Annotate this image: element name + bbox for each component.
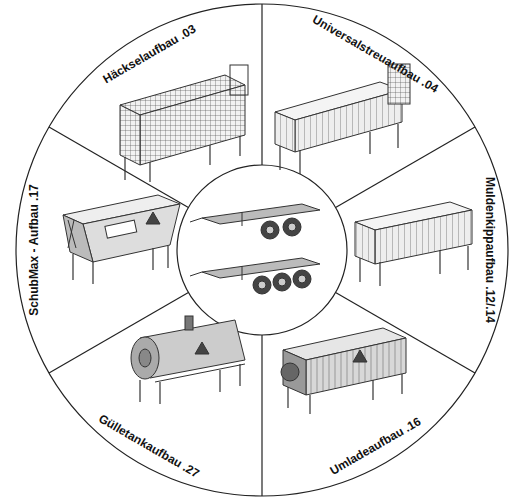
sector-label: SchubMax - Aufbau .17 bbox=[26, 181, 42, 319]
pushmax-body bbox=[63, 195, 180, 284]
chopper-body bbox=[120, 65, 248, 182]
center-circle bbox=[177, 165, 347, 335]
dump-body bbox=[355, 202, 472, 286]
tank-body bbox=[131, 316, 245, 404]
chassis-tandem bbox=[190, 204, 320, 239]
chassis-tridem bbox=[190, 258, 320, 294]
transfer-body bbox=[281, 328, 406, 414]
sector-label: Muldenkippaufbau .12/.14 bbox=[482, 174, 498, 326]
sector-title: Muldenkippaufbau .12/.14 bbox=[483, 177, 497, 323]
sector-title: SchubMax - Aufbau .17 bbox=[27, 184, 41, 316]
outer-circle bbox=[16, 4, 508, 496]
spreader-body bbox=[275, 64, 410, 174]
sector-dividers bbox=[49, 4, 475, 496]
